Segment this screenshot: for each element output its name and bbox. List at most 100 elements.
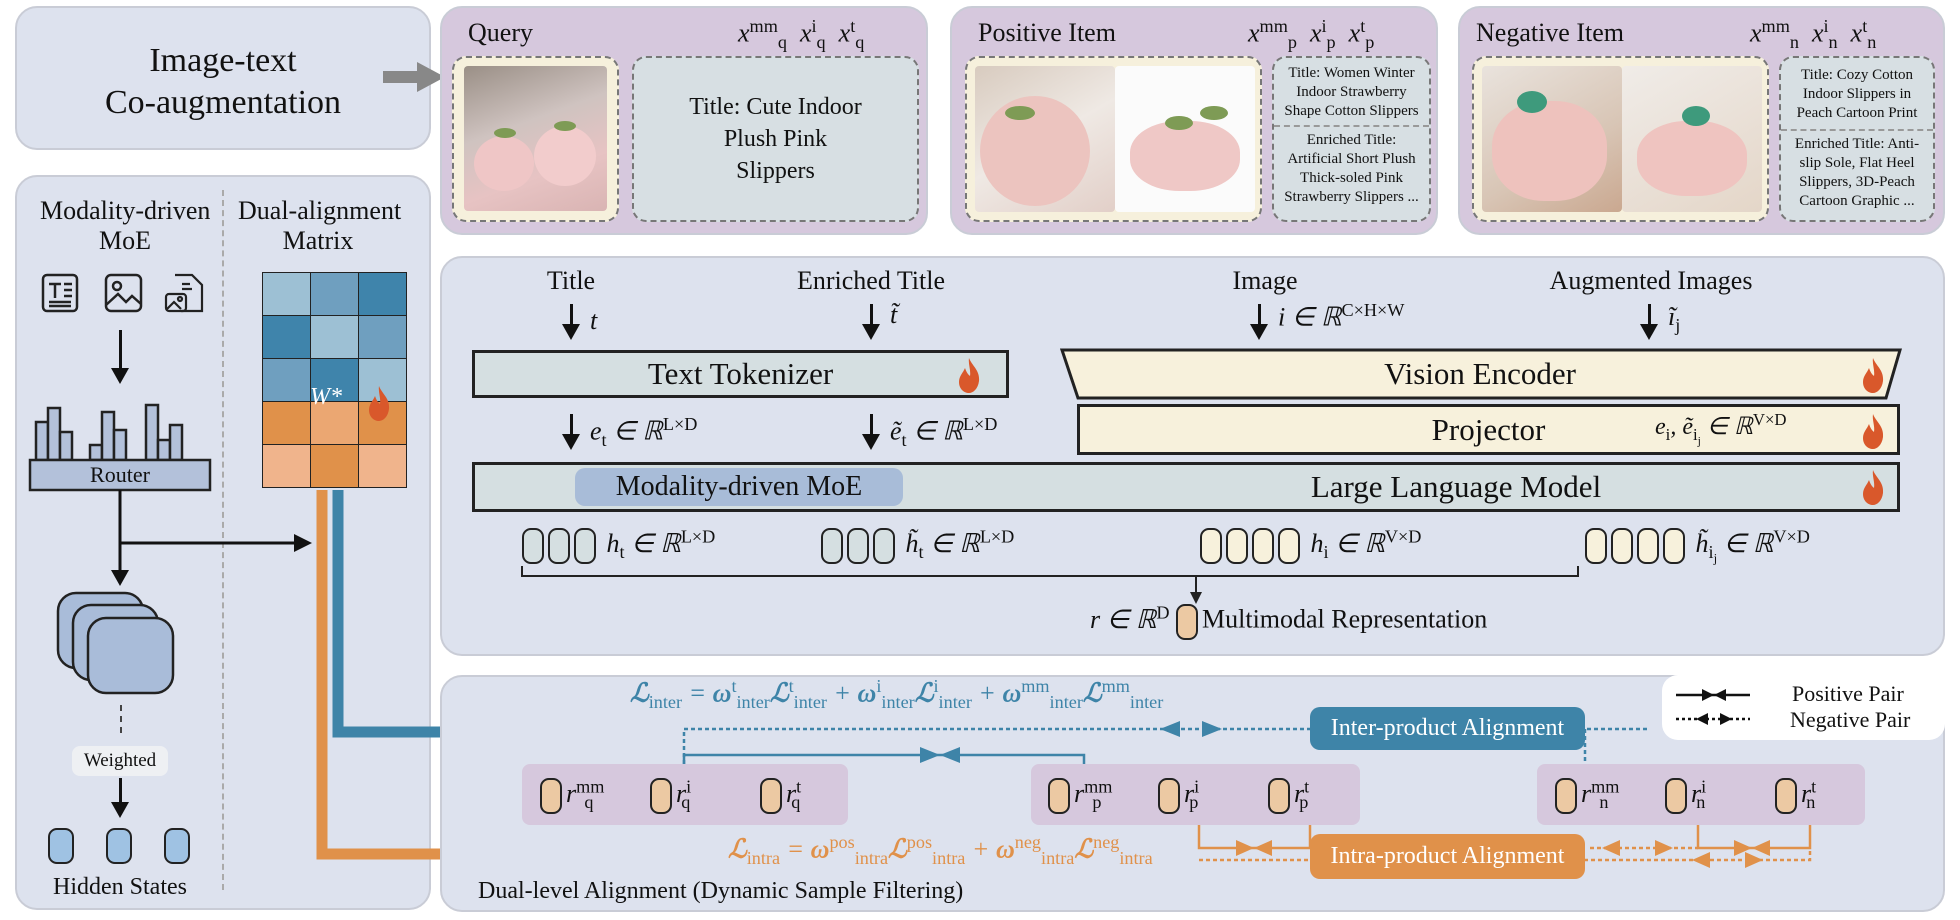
- matrix-cell: [310, 401, 359, 445]
- hidden-states-label: Hidden States: [53, 874, 187, 900]
- negative-product-image-2: [1622, 66, 1762, 212]
- projector: Projector: [1077, 404, 1900, 455]
- var-i: i ∈ ℝC×H×W: [1278, 300, 1405, 332]
- matrix-cell: [262, 401, 311, 445]
- positive-vars: xmmp xip xtp: [1248, 16, 1375, 52]
- negative-pair-label: Negative Pair: [1790, 707, 1911, 732]
- positive-pair-label: Positive Pair: [1792, 681, 1904, 706]
- negative-representations: [1537, 764, 1865, 825]
- query-vars: xmmq xiq xtq: [738, 16, 865, 52]
- query-representation-mm: rmmq: [540, 776, 604, 814]
- matrix-cell: [358, 272, 407, 316]
- negative-title: Negative Item: [1476, 18, 1624, 47]
- matrix-cell: [262, 444, 311, 488]
- arrow-down: [1640, 304, 1658, 340]
- input-enriched-title: Enriched Title: [796, 266, 946, 295]
- hidden-enriched-text-tokens: h̃t ∈ ℝL×D: [821, 526, 1014, 564]
- alignment-connectors: [682, 721, 1812, 868]
- negative-vars: xmmn xin xtn: [1750, 16, 1877, 52]
- positive-representation-i: rip: [1158, 776, 1199, 814]
- negative-representation-i: rin: [1665, 776, 1706, 814]
- image-doc-icon: [164, 273, 204, 313]
- positive-title: Positive Item: [978, 18, 1116, 47]
- flame-icon: [1863, 358, 1884, 393]
- query-representation-i: riq: [650, 776, 691, 814]
- var-e-t: et ∈ ℝL×D: [590, 414, 698, 450]
- hidden-image-tokens: hi ∈ ℝV×D: [1200, 526, 1421, 564]
- vision-encoder-label: Vision Encoder: [1384, 356, 1576, 391]
- image-icon: [104, 273, 143, 313]
- hidden-state-token: [106, 828, 132, 864]
- matrix-cell: [310, 272, 359, 316]
- matrix-cell: [262, 272, 311, 316]
- negative-product-image-1: [1482, 66, 1622, 212]
- negative-enriched-text: Enriched Title: Anti-slip Sole, Flat Hee…: [1794, 136, 1920, 209]
- matrix-cell: [358, 444, 407, 488]
- llm-label: Large Language Model: [1310, 469, 1602, 504]
- co-augmentation-box: Image-text Co-augmentation: [15, 6, 431, 150]
- intra-loss-equation: ℒintra = ωposintraℒposintra + ωnegintraℒ…: [728, 832, 1153, 868]
- negative-title-text: Title: Cozy Cotton Indoor Slippers in Pe…: [1781, 58, 1933, 131]
- positive-representation-mm: rmmp: [1048, 776, 1112, 814]
- vision-encoder-shape: [1060, 348, 1902, 400]
- weighted-label: Weighted: [72, 746, 168, 776]
- var-i-tilde: ĩj: [1668, 302, 1681, 336]
- query-representation-t: rtq: [760, 776, 801, 814]
- divider: [222, 190, 224, 890]
- arrow-down: [111, 778, 129, 818]
- arrow-down: [562, 414, 580, 450]
- input-augmented-images: Augmented Images: [1549, 266, 1753, 295]
- dual-alignment-matrix: [262, 272, 407, 488]
- text-tokenizer: Text Tokenizer: [472, 350, 1009, 398]
- w-star-label: W*: [310, 384, 342, 410]
- arrow-down: [862, 304, 880, 340]
- positive-pair-legend-icon: [1676, 689, 1750, 725]
- matrix-cell: [262, 358, 311, 402]
- arrow-down: [562, 304, 580, 340]
- co-augmentation-arrow: [383, 62, 445, 92]
- moe-pill: Modality-driven MoE: [575, 468, 903, 506]
- matrix-cell: [262, 315, 311, 359]
- legend: Positive Pair Negative Pair: [1662, 675, 1945, 740]
- router-graphic: [28, 403, 212, 492]
- var-t: t: [590, 306, 598, 335]
- positive-title-text: Title: Women Winter Indoor Strawberry Sh…: [1274, 58, 1429, 127]
- inter-loss-equation: ℒinter = ωtinterℒtinter + ωiinterℒiinter…: [630, 676, 1164, 712]
- negative-representation-mm: rmmn: [1555, 776, 1619, 814]
- router-label: Router: [90, 462, 150, 487]
- hidden-state-token: [48, 828, 74, 864]
- model-panel: [440, 256, 1945, 656]
- inter-product-alignment: Inter-product Alignment: [1310, 707, 1585, 750]
- var-t-tilde: t̃: [890, 300, 898, 329]
- query-product-image: [464, 66, 607, 211]
- multimodal-label: Multimodal Representation: [1202, 604, 1488, 634]
- flame-icon: [1863, 414, 1884, 449]
- arrow-down: [111, 330, 129, 384]
- experts-stack: [56, 591, 175, 695]
- negative-text-box: Title: Cozy Cotton Indoor Slippers in Pe…: [1779, 56, 1935, 222]
- router-arrows: [111, 490, 312, 586]
- var-e-t-tilde: ẽt ∈ ℝL×D: [890, 414, 998, 450]
- hidden-state-token: [164, 828, 190, 864]
- matrix-cell: [310, 444, 359, 488]
- pooling-bracket: [521, 566, 1579, 604]
- flame-icon: [1863, 470, 1884, 505]
- hidden-states: [48, 828, 194, 864]
- var-e-i: ei, ẽij ∈ ℝV×D: [1655, 410, 1787, 448]
- positive-representations: [1031, 764, 1360, 825]
- multimodal-representation: r ∈ ℝD Multimodal Representation: [1090, 602, 1487, 640]
- text-doc-icon: [41, 273, 79, 313]
- matrix-cell: [358, 315, 407, 359]
- query-representations: [522, 764, 848, 825]
- text-tokenizer-label: Text Tokenizer: [647, 356, 834, 391]
- query-title: Query: [468, 18, 533, 47]
- matrix-cell: [310, 315, 359, 359]
- arrow-down: [862, 414, 880, 450]
- positive-enriched-text: Enriched Title: Artificial Short Plush T…: [1284, 132, 1419, 205]
- dashed-line: [120, 705, 122, 733]
- query-title-text: Title: Cute Indoor Plush Pink Slippers: [632, 56, 919, 222]
- flame-icon: [369, 386, 390, 421]
- positive-text-box: Title: Women Winter Indoor Strawberry Sh…: [1272, 56, 1431, 222]
- projector-label: Projector: [1431, 411, 1546, 447]
